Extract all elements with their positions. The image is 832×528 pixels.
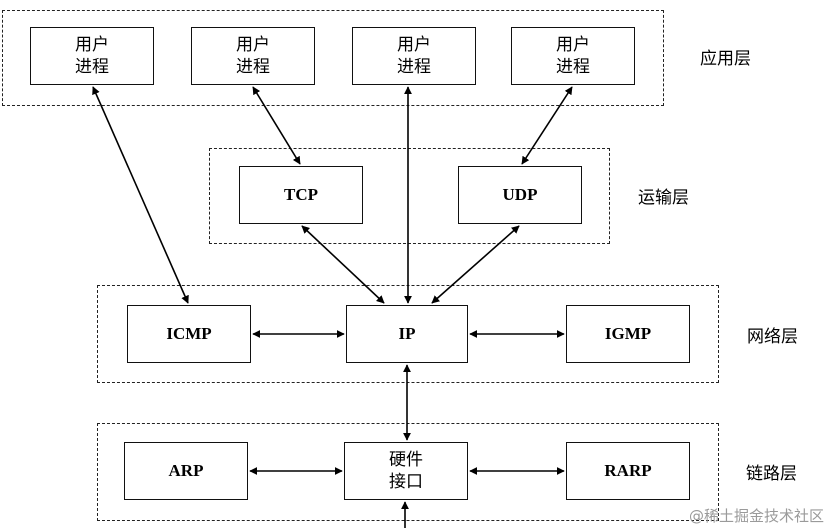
arrow-user1-icmp bbox=[92, 86, 189, 304]
watermark-text: @稀土掘金技术社区 bbox=[688, 507, 824, 525]
network-layer-label: 网络层 bbox=[747, 327, 798, 347]
arrow-user4-udp bbox=[521, 86, 573, 165]
user-process-node-3: 用户 进程 bbox=[352, 27, 476, 85]
transport-layer-label: 运输层 bbox=[638, 188, 689, 208]
arp-node: ARP bbox=[124, 442, 248, 500]
hardware-interface-node: 硬件 接口 bbox=[344, 442, 468, 500]
icmp-node: ICMP bbox=[127, 305, 251, 363]
igmp-node: IGMP bbox=[566, 305, 690, 363]
user-process-node-2: 用户 进程 bbox=[191, 27, 315, 85]
ip-node: IP bbox=[346, 305, 468, 363]
arrow-tcp-ip bbox=[301, 225, 385, 304]
application-layer-label: 应用层 bbox=[700, 49, 751, 69]
tcp-node: TCP bbox=[239, 166, 363, 224]
user-process-node-1: 用户 进程 bbox=[30, 27, 154, 85]
udp-node: UDP bbox=[458, 166, 582, 224]
link-layer-label: 链路层 bbox=[746, 464, 797, 484]
user-process-node-4: 用户 进程 bbox=[511, 27, 635, 85]
arrow-user2-tcp bbox=[252, 86, 301, 165]
rarp-node: RARP bbox=[566, 442, 690, 500]
arrow-udp-ip bbox=[431, 225, 520, 304]
application-layer-box bbox=[2, 10, 664, 106]
